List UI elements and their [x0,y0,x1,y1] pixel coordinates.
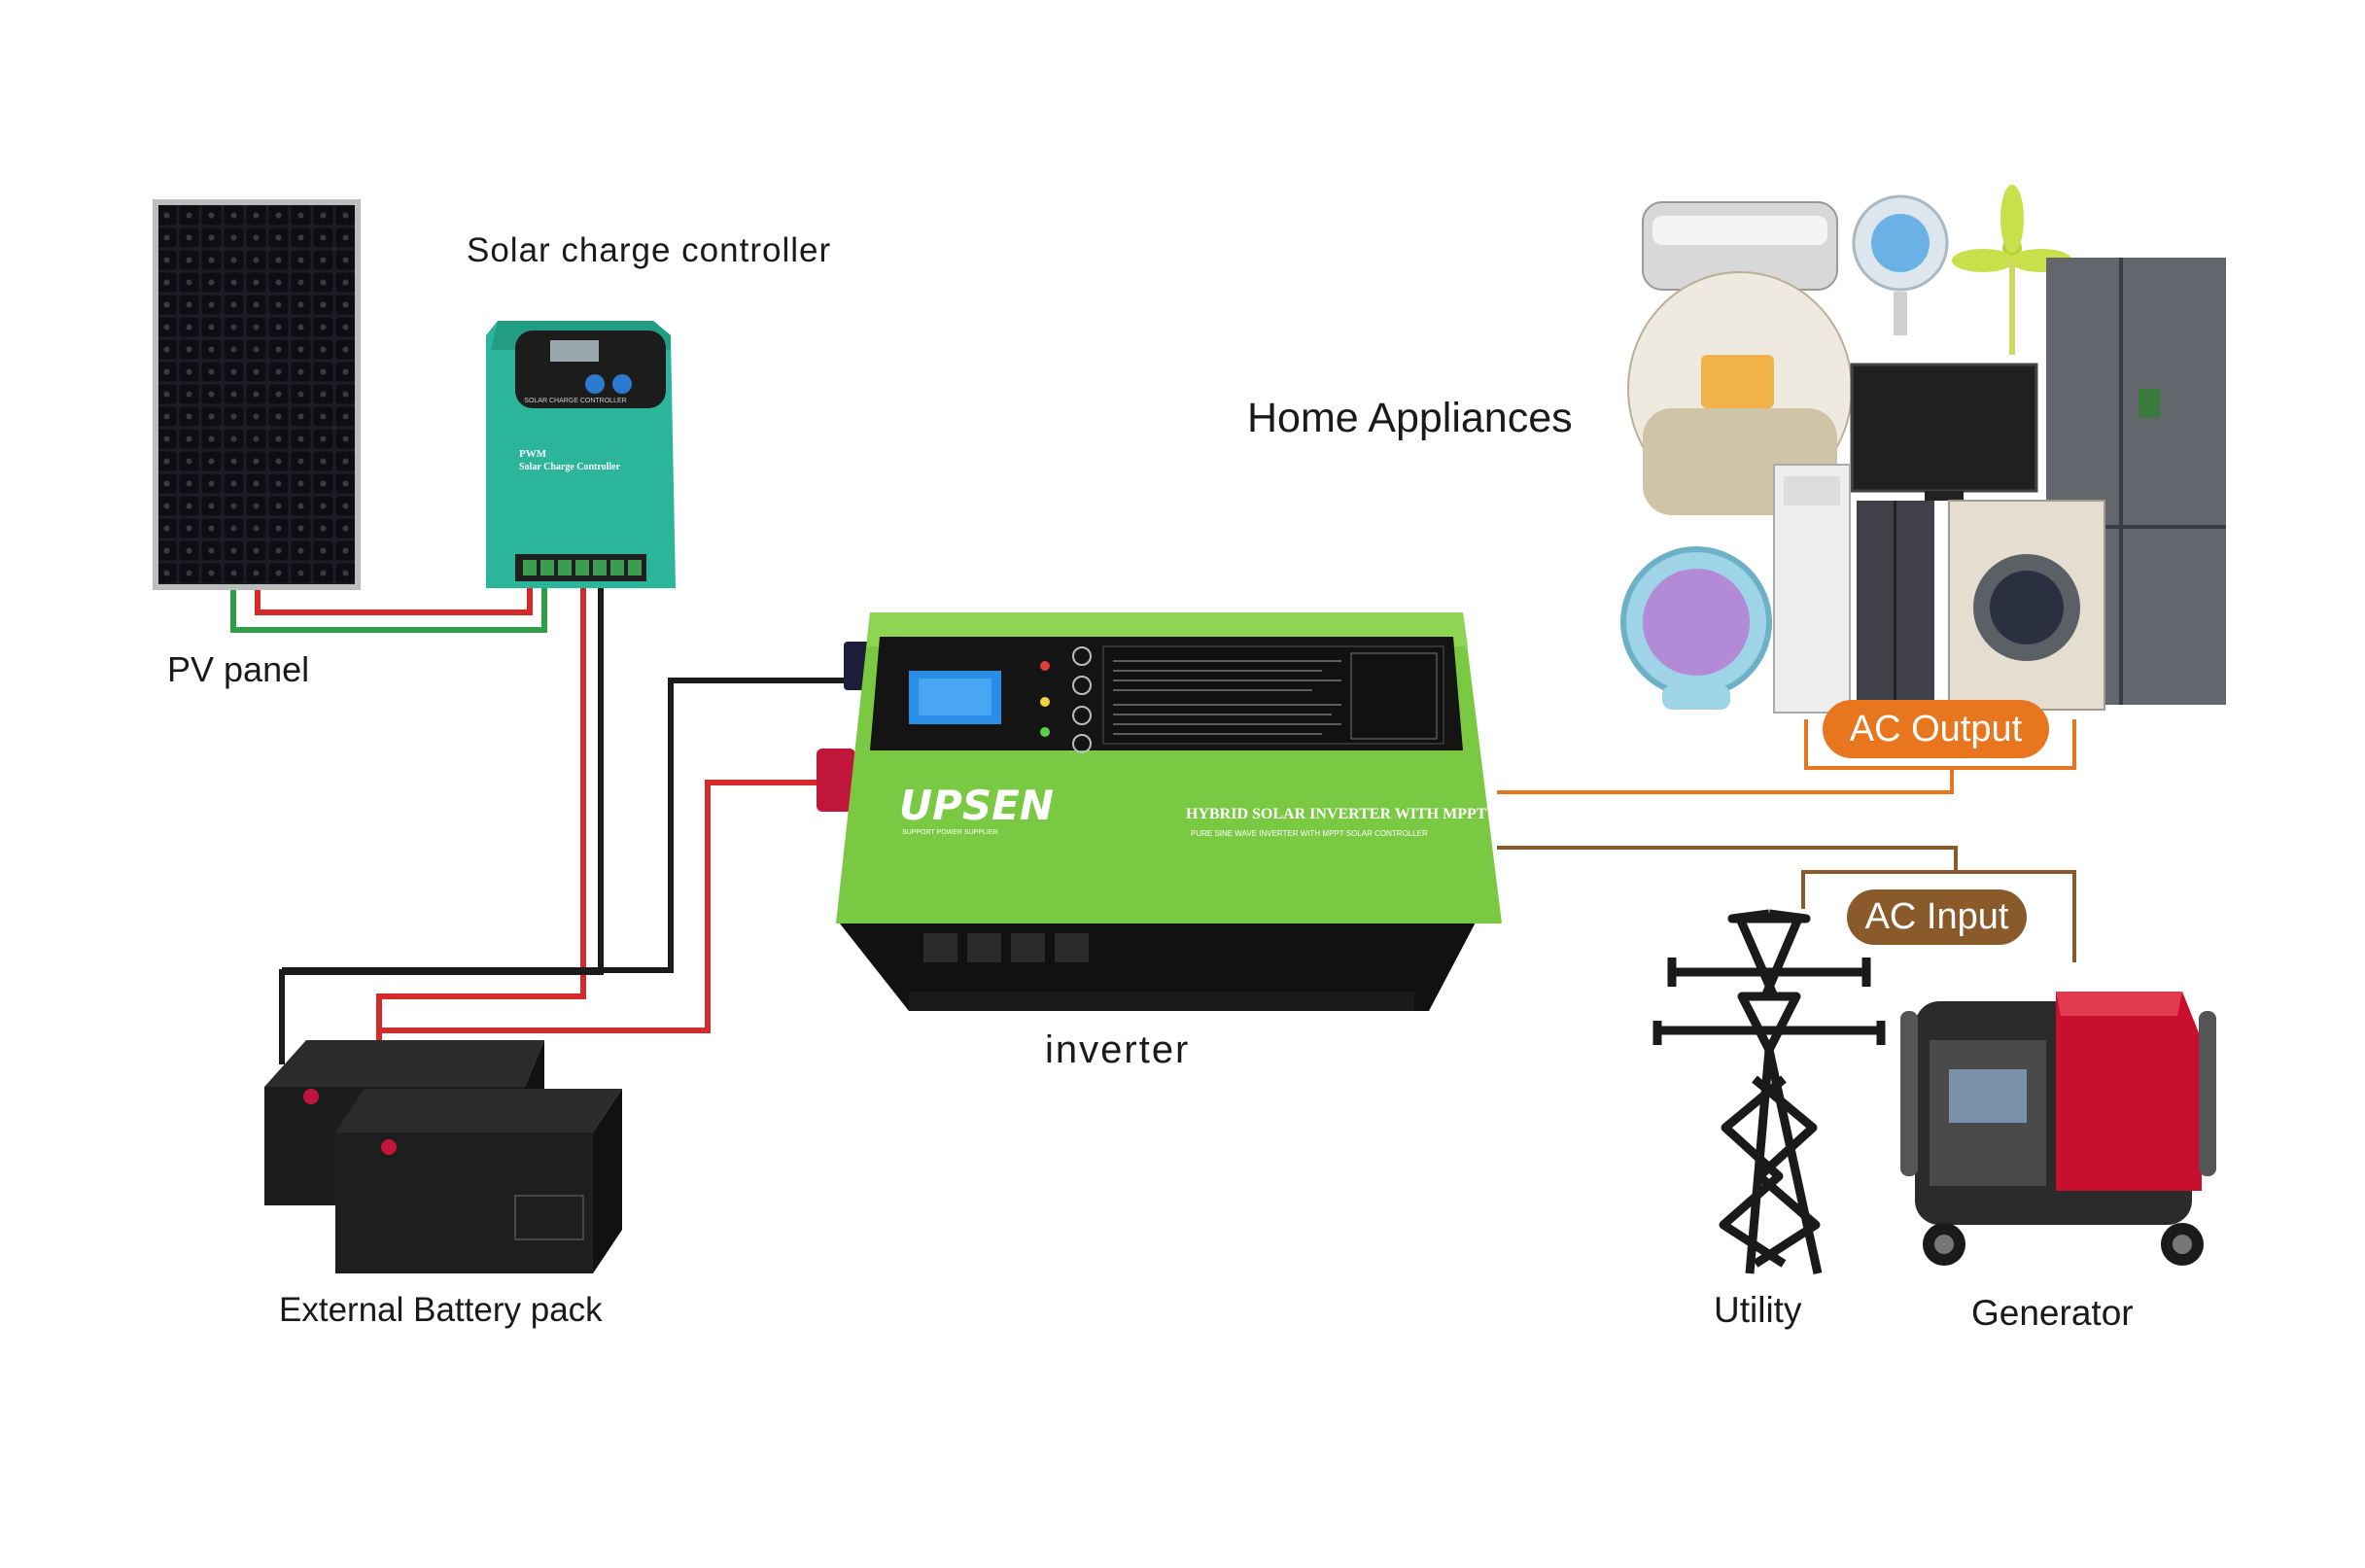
pv-wire-green [230,574,547,633]
pv-panel [153,199,361,590]
home-appliances-label: Home Appliances [1247,395,1573,441]
controller-panel-text: SOLAR CHARGE CONTROLLER [524,398,626,404]
generator-label: Generator [1971,1293,2134,1333]
inverter-brand: UPSEN [899,782,1054,829]
pv-wire-red [255,574,533,615]
generator [1900,992,2216,1266]
ac-input-wire-right [1956,870,2076,962]
inverter-battery-red [379,780,821,1033]
inverter-subtitle: PURE SINE WAVE INVERTER WITH MPPT SOLAR … [1191,829,1428,838]
external-battery-pack-label: External Battery pack [279,1291,603,1329]
wires [230,574,2076,1152]
solar-charge-controller: SOLAR CHARGE CONTROLLER PWM Solar Charge… [486,321,676,588]
controller-model: PWM [519,448,547,460]
solar-charge-controller-label: Solar charge controller [467,231,832,269]
home-appliances [1620,185,2226,714]
inverter-title: HYBRID SOLAR INVERTER WITH MPPT [1186,806,1487,822]
ac-input-badge: AC Input [1847,889,2027,945]
inverter-label: inverter [1045,1028,1191,1071]
controller-subtitle: Solar Charge Controller [519,462,621,472]
pv-panel-label: PV panel [167,649,310,689]
inverter-battery-black [282,678,851,973]
utility-pylon [1652,909,1886,1274]
controller-battery-black [279,578,604,1064]
ac-output-wire-right [1952,719,2076,770]
utility-label: Utility [1714,1290,1802,1330]
ac-output-badge: AC Output [1823,700,2049,758]
battery-pack [264,1040,622,1273]
inverter-tagline: SUPPORT POWER SUPPLIER [902,829,998,836]
inverter-unit: UPSEN SUPPORT POWER SUPPLIER HYBRID SOLA… [817,612,1502,1011]
